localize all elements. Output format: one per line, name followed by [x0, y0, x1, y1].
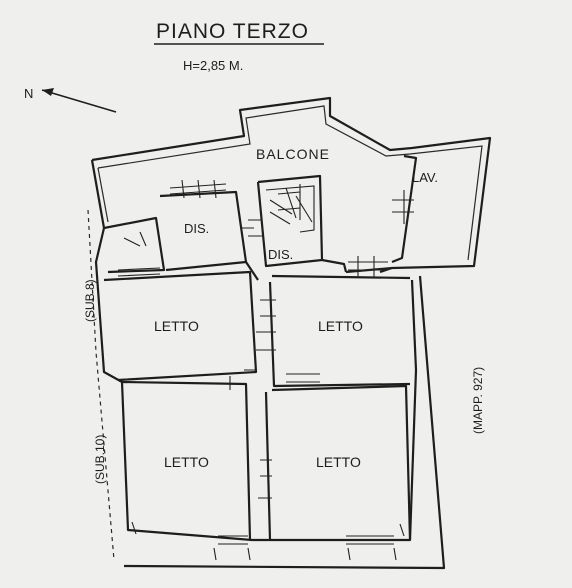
interior-walls — [103, 154, 418, 541]
plan-title: PIANO TERZO — [156, 20, 309, 43]
room-dis-left: DIS. — [184, 221, 209, 236]
room-letto-1: LETTO — [154, 318, 199, 334]
room-letto-3: LETTO — [164, 454, 209, 470]
room-balcone: BALCONE — [256, 146, 330, 162]
outer-walls — [87, 96, 492, 570]
room-lav: LAV. — [412, 170, 438, 185]
north-arrow-icon: N — [24, 86, 117, 113]
room-dis-right: DIS. — [268, 247, 293, 262]
label-sub-8: (SUB 8) — [83, 279, 97, 322]
label-mapp-927: (MAPP. 927) — [471, 367, 485, 434]
label-sub-10: (SUB.10) — [93, 435, 107, 484]
room-letto-2: LETTO — [318, 318, 363, 334]
opening-marks — [117, 141, 461, 561]
svg-text:N: N — [24, 86, 33, 101]
stair-icon — [265, 185, 315, 233]
room-letto-4: LETTO — [316, 454, 361, 470]
height-note: H=2,85 M. — [183, 58, 243, 73]
